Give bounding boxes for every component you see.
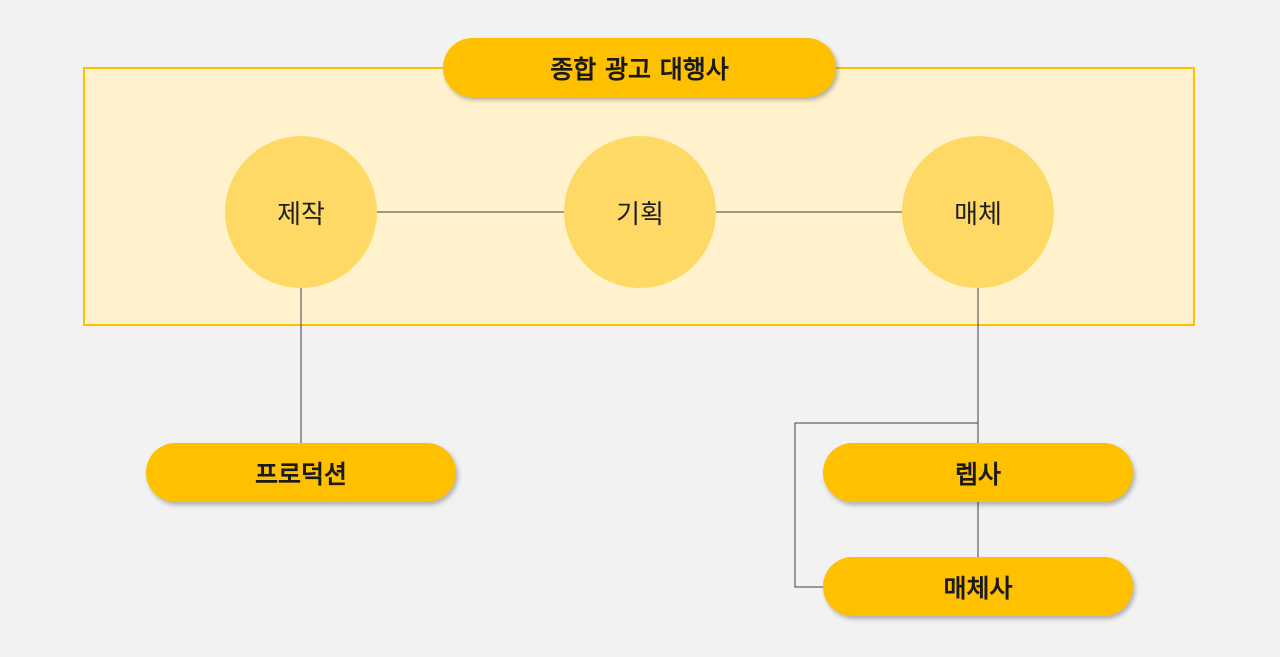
agency-title: 종합 광고 대행사 [550,54,729,84]
media-company-label: 매체사 [943,573,1013,603]
production-house-label: 프로덕션 [254,459,347,489]
agency-title-pill: 종합 광고 대행사 [443,38,836,97]
production-house-pill: 프로덕션 [146,443,456,502]
media-company-pill: 매체사 [823,557,1133,616]
node-media-label: 매체 [954,199,1002,230]
connector-media-to-mediaco-bypass [794,422,978,588]
media-rep-pill: 렙사 [823,443,1133,502]
node-production-label: 제작 [277,199,325,230]
node-planning: 기획 [564,136,716,288]
media-rep-label: 렙사 [954,459,1001,489]
node-media: 매체 [902,136,1054,288]
node-production: 제작 [225,136,377,288]
node-planning-label: 기획 [616,199,664,230]
